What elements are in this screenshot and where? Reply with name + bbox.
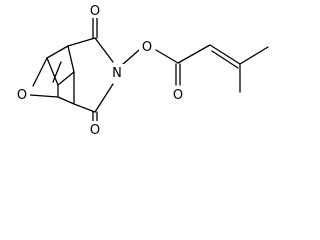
carbonyl-oxygen-bottom-label: O xyxy=(90,123,100,138)
bond-layer xyxy=(29,16,269,123)
atom-label-layer: O N O O O O xyxy=(14,2,185,138)
chemical-structure: O N O O O O xyxy=(14,2,269,138)
ester-link-oxygen-label: O xyxy=(142,40,152,55)
carbonyl-oxygen-top-label: O xyxy=(90,4,100,19)
bridge-oxygen-label: O xyxy=(17,88,27,103)
imide-nitrogen-label: N xyxy=(112,66,122,81)
ester-carbonyl-oxygen-label: O xyxy=(173,88,183,103)
